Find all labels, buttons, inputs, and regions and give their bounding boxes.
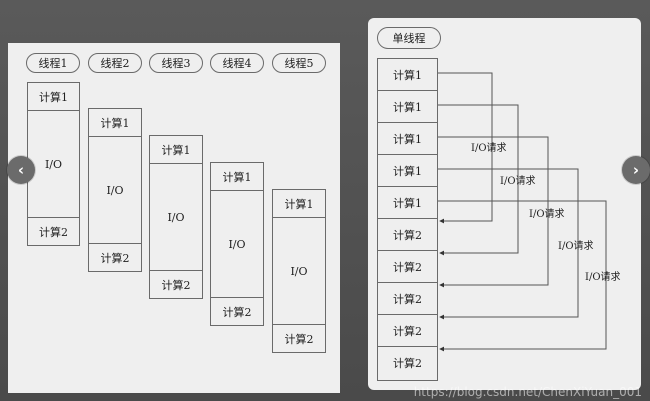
io-request-label-2: I/O请求 <box>500 176 536 187</box>
thread-2-compute2: 计算2 <box>100 251 130 265</box>
single-thread-label: 单线程 <box>377 27 441 49</box>
watermark-url: https://blog.csdn.net/ChenXiYuan_001 <box>413 385 642 399</box>
io-request-label-1: I/O请求 <box>471 143 507 154</box>
single-row-10: 计算2 <box>393 357 422 370</box>
single-row-1: 计算1 <box>378 59 437 91</box>
thread-1-io: I/O <box>28 111 79 218</box>
io-wire-3 <box>438 136 549 288</box>
thread-2-label: 线程2 <box>88 53 142 73</box>
previous-slide-button[interactable]: ‹ <box>7 156 35 184</box>
io-request-label-5: I/O请求 <box>585 272 621 283</box>
thread-5-compute1: 计算1 <box>273 190 325 218</box>
thread-1-label: 线程1 <box>26 53 80 73</box>
single-row-2: 计算1 <box>378 91 437 123</box>
single-row-6: 计算2 <box>378 219 437 251</box>
thread-3-io: I/O <box>150 164 202 271</box>
thread-4-compute1: 计算1 <box>211 163 263 191</box>
thread-4-column: 计算1 I/O 计算2 <box>210 162 264 326</box>
single-row-5: 计算1 <box>378 187 437 219</box>
thread-2-compute1: 计算1 <box>89 109 141 137</box>
io-wire-1 <box>438 72 493 224</box>
single-row-7: 计算2 <box>378 251 437 283</box>
thread-3-column: 计算1 I/O 计算2 <box>149 135 203 299</box>
io-wire-5 <box>438 200 607 352</box>
io-wire-2 <box>438 104 519 256</box>
chevron-left-icon: ‹ <box>17 161 25 179</box>
single-thread-column: 计算1 计算1 计算1 计算1 计算1 计算2 计算2 计算2 计算2 计算2 <box>377 58 438 381</box>
io-request-label-4: I/O请求 <box>558 241 594 252</box>
single-row-9: 计算2 <box>378 315 437 347</box>
single-row-4: 计算1 <box>378 155 437 187</box>
thread-2-column: 计算1 I/O 计算2 <box>88 108 142 272</box>
io-wire-4 <box>438 168 579 320</box>
single-row-8: 计算2 <box>378 283 437 315</box>
io-request-label-3: I/O请求 <box>529 209 565 220</box>
thread-3-label: 线程3 <box>149 53 203 73</box>
thread-1-compute1: 计算1 <box>28 83 79 111</box>
next-slide-button[interactable]: › <box>622 156 650 184</box>
thread-4-label: 线程4 <box>210 53 264 73</box>
thread-5-io: I/O <box>273 218 325 325</box>
thread-4-io: I/O <box>211 191 263 298</box>
thread-3-compute2: 计算2 <box>161 278 191 292</box>
chevron-right-icon: › <box>632 161 640 179</box>
thread-5-column: 计算1 I/O 计算2 <box>272 189 326 353</box>
thread-4-compute2: 计算2 <box>222 305 252 319</box>
thread-1-compute2: 计算2 <box>39 225 68 239</box>
thread-3-compute1: 计算1 <box>150 136 202 164</box>
thread-2-io: I/O <box>89 137 141 244</box>
thread-5-compute2: 计算2 <box>284 332 314 346</box>
single-row-3: 计算1 <box>378 123 437 155</box>
thread-5-label: 线程5 <box>272 53 326 73</box>
